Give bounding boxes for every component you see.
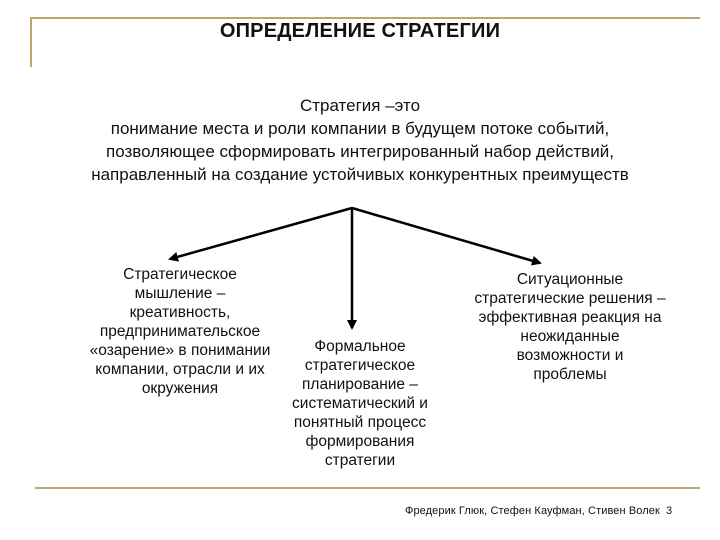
branch-formal-planning: Формальное стратегическое планирование –… [265, 337, 455, 470]
branch-line: систематический и [292, 395, 428, 412]
definition-line: Стратегия –это [299, 96, 421, 115]
citation: Фредерик Глюк, Стефен Кауфман, Стивен Во… [405, 505, 705, 517]
connector-left-arrow [168, 206, 353, 262]
frame-left-line [30, 17, 32, 67]
branch-line: возможности и [516, 347, 624, 364]
branch-line: мышление – [134, 285, 226, 302]
citation-tail: ек [648, 505, 660, 517]
frame-top-line [30, 17, 700, 19]
branch-line: стратегии [324, 452, 396, 469]
branch-line: проблемы [533, 366, 607, 383]
branch-line: Стратегическое [123, 266, 237, 283]
definition-line: понимание места и роли компании в будуще… [110, 119, 610, 138]
branch-line: «озарение» в понимании [89, 342, 271, 359]
slide-title: ОПРЕДЕЛЕНИЕ СТРАТЕГИИ [219, 20, 501, 42]
branch-line: эффективная реакция на [478, 309, 662, 326]
page-number: 3 [666, 505, 673, 517]
branch-line: окружения [141, 380, 219, 397]
frame-bottom-line [35, 487, 700, 489]
connector-right-arrow [351, 206, 542, 266]
strategy-definition: Стратегия –это понимание места и роли ко… [20, 94, 700, 186]
branch-line: предпринимательское [99, 323, 261, 340]
branch-line: неожиданные [520, 328, 620, 345]
branch-line: креативность, [129, 304, 231, 321]
definition-line: направленный на создание устойчивых конк… [91, 165, 629, 184]
branch-line: стратегические решения – [474, 290, 666, 307]
branch-line: понятный процесс [293, 414, 427, 431]
branch-line: компании, отрасли и их [95, 361, 265, 378]
branch-line: планирование – [302, 376, 418, 393]
branch-line: Ситуационные [516, 271, 624, 288]
branch-line: стратегическое [304, 357, 416, 374]
definition-line: позволяющее сформировать интегрированный… [106, 142, 614, 161]
branch-strategic-thinking: Стратегическое мышление – креативность, … [55, 265, 305, 398]
branch-line: формирования [305, 433, 415, 450]
branch-line: Формальное [314, 338, 406, 355]
branch-situational-decisions: Ситуационные стратегические решения – эф… [445, 270, 695, 384]
citation-text: Фредерик Глюк, Стефен Кауфман, Стивен Во… [405, 505, 649, 517]
